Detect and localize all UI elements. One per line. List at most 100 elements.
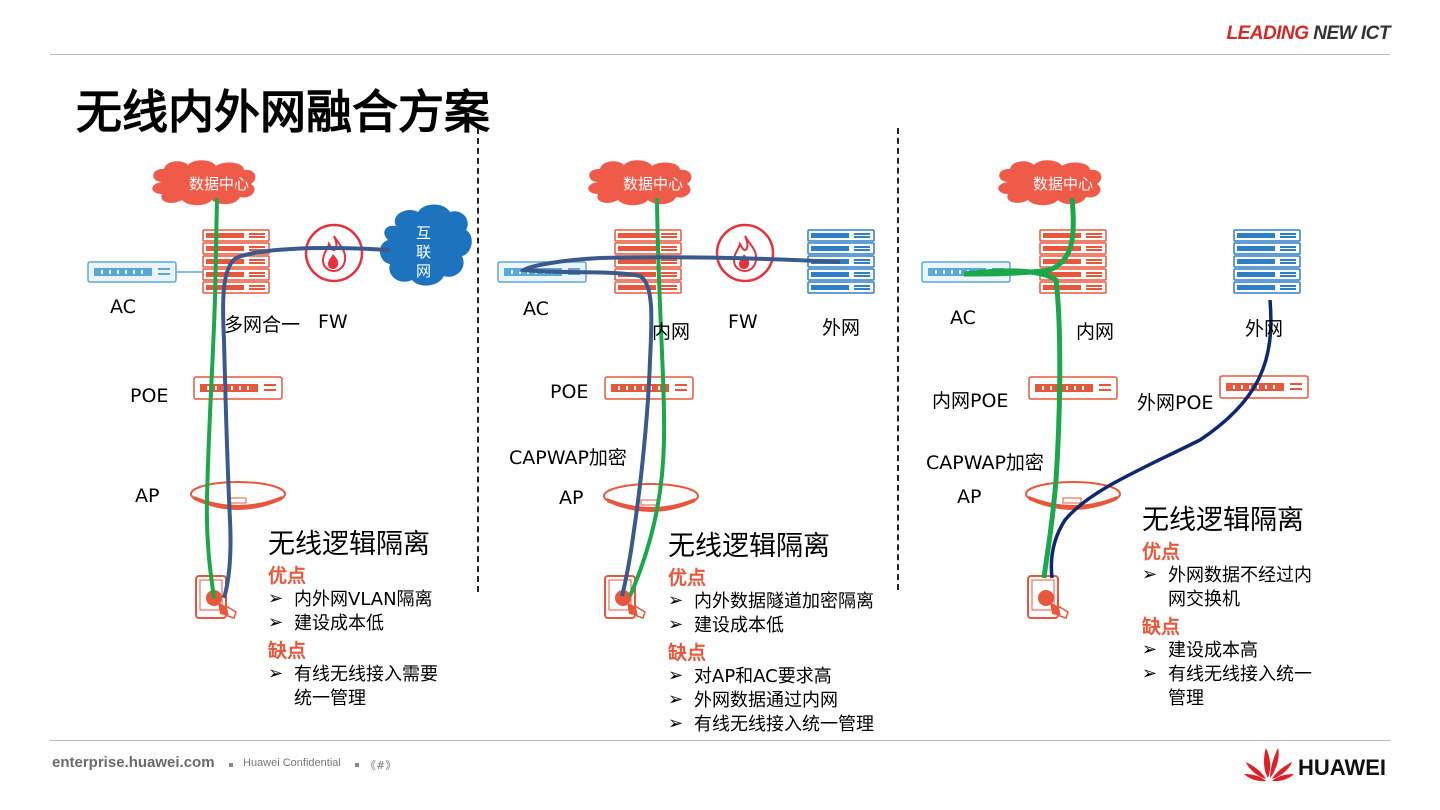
- fw-label-1: FW: [318, 311, 348, 333]
- pros-item: ➢ 建设成本低: [668, 614, 874, 638]
- ap-label-3: AP: [957, 486, 982, 508]
- ac-1: [87, 261, 177, 283]
- arrow-bullet-icon: ➢: [668, 665, 684, 686]
- pros-list-3: ➢外网数据不经过内 网交换机: [1142, 564, 1312, 612]
- dc-label-1: 数据中心: [189, 175, 250, 193]
- core-switch-1: [202, 229, 270, 294]
- pros-item-text: 内外数据隧道加密隔离: [694, 591, 874, 612]
- separator-2: [897, 128, 899, 590]
- footer-confidential: Huawei Confidential: [243, 757, 341, 769]
- arrow-bullet-icon: ➢: [1142, 639, 1158, 660]
- cons-item-text: 有线无线接入统一 管理: [1168, 664, 1312, 709]
- section-title-1: 无线逻辑隔离: [268, 529, 430, 560]
- ac-label-1: AC: [110, 296, 136, 318]
- ap-label-2: AP: [559, 487, 584, 509]
- ac-label-2: AC: [523, 298, 549, 320]
- capwap-label-2: CAPWAP加密: [509, 447, 627, 469]
- cons-item-text: 建设成本高: [1168, 640, 1258, 661]
- pros-item-text: 建设成本低: [694, 615, 784, 636]
- arrow-bullet-icon: ➢: [1142, 564, 1158, 585]
- section-3: 无线逻辑隔离 优点 ➢外网数据不经过内 网交换机 缺点 ➢建设成本高➢有线无线接…: [1142, 498, 1312, 711]
- cons-item: ➢ 建设成本高: [1142, 639, 1312, 663]
- footer-dot-2: [355, 763, 359, 767]
- arrow-bullet-icon: ➢: [268, 588, 284, 609]
- ap-label-1: AP: [135, 485, 160, 507]
- arrow-bullet-icon: ➢: [668, 590, 684, 611]
- section-1: 无线逻辑隔离 优点 ➢ 内外网VLAN隔离 ➢ 建设成本低 缺点 ➢ 有线无线接入需要 …: [268, 522, 438, 711]
- cons-item: ➢ 有线无线接入需要 统一管理: [268, 663, 438, 711]
- cons-item: ➢ 对AP和AC要求高: [668, 665, 874, 689]
- cons-item-text: 有线无线接入需要 统一管理: [294, 664, 438, 709]
- panel-1-graphics: [87, 160, 472, 619]
- poe-1: [193, 376, 283, 400]
- outer-label-2: 外网: [822, 317, 861, 339]
- pros-item: ➢ 内外数据隧道加密隔离: [668, 590, 874, 614]
- panel-2-graphics: [497, 160, 875, 619]
- inner-label-3: 内网: [1076, 321, 1115, 343]
- arrow-bullet-icon: ➢: [668, 713, 684, 734]
- tagline-leading: LEADING: [1226, 23, 1310, 44]
- dc-label-2: 数据中心: [623, 175, 684, 193]
- cons-item: ➢ 外网数据通过内网: [668, 689, 874, 713]
- pros-list-1: ➢ 内外网VLAN隔离 ➢ 建设成本低: [268, 588, 438, 636]
- huawei-logo-petals: [1244, 748, 1294, 782]
- section-2: 无线逻辑隔离 优点 ➢ 内外数据隧道加密隔离 ➢ 建设成本低 缺点 ➢ 对AP和AC要求…: [668, 524, 874, 737]
- fw-1: [304, 223, 364, 283]
- pros-item: ➢外网数据不经过内 网交换机: [1142, 564, 1312, 612]
- ap-2: [603, 483, 699, 513]
- cons-list-1: ➢ 有线无线接入需要 统一管理: [268, 663, 438, 711]
- tagline-newict: NEW ICT: [1313, 23, 1390, 44]
- arrow-bullet-icon: ➢: [268, 663, 284, 684]
- arrow-bullet-icon: ➢: [668, 614, 684, 635]
- switch-label-1: 多网合一: [224, 314, 301, 336]
- cons-list-2: ➢ 对AP和AC要求高 ➢ 外网数据通过内网 ➢ 有线无线接入统一管理: [668, 665, 874, 737]
- section-title-3: 无线逻辑隔离: [1142, 505, 1304, 536]
- pros-label-2: 优点: [668, 567, 707, 589]
- pros-item: ➢ 建设成本低: [268, 612, 438, 636]
- ac-label-3: AC: [950, 307, 976, 329]
- footer-page-number: 《#》: [365, 759, 397, 772]
- inner-label-2: 内网: [652, 321, 691, 343]
- footer-url[interactable]: enterprise.huawei.com: [52, 754, 215, 771]
- inner-poe-3: [1028, 376, 1118, 400]
- poe-label-2: POE: [550, 381, 589, 403]
- cons-label-1: 缺点: [268, 640, 307, 662]
- footer-dot-1: [229, 763, 233, 767]
- pros-item-text: 建设成本低: [294, 613, 384, 634]
- section-title-2: 无线逻辑隔离: [668, 531, 830, 562]
- outer-switch-3: [1233, 229, 1301, 294]
- arrow-bullet-icon: ➢: [668, 689, 684, 710]
- cons-item-text: 外网数据通过内网: [694, 690, 838, 711]
- capwap-label-3: CAPWAP加密: [926, 452, 1044, 474]
- internet-label: 互 联 网: [416, 224, 432, 280]
- outer-poe-3: [1219, 375, 1309, 399]
- separator-1: [477, 128, 479, 592]
- fw-2: [715, 223, 775, 283]
- cons-item-text: 对AP和AC要求高: [694, 666, 832, 687]
- panel-3-graphics: [921, 160, 1309, 619]
- fw-label-2: FW: [728, 311, 758, 333]
- brand-tagline: LEADING NEW ICT: [1227, 23, 1391, 45]
- page-title: 无线内外网融合方案: [76, 85, 490, 139]
- arrow-bullet-icon: ➢: [268, 612, 284, 633]
- cons-item: ➢有线无线接入统一 管理: [1142, 663, 1312, 711]
- outer-label-3: 外网: [1245, 318, 1284, 340]
- footer-rule: [50, 740, 1390, 741]
- pros-item: ➢ 内外网VLAN隔离: [268, 588, 438, 612]
- outer-poe-label-3: 外网POE: [1137, 392, 1214, 414]
- poe-label-1: POE: [130, 385, 169, 407]
- cons-label-3: 缺点: [1142, 616, 1181, 638]
- inner-poe-label-3: 内网POE: [932, 390, 1009, 412]
- pros-label-1: 优点: [268, 565, 307, 587]
- cons-item: ➢ 有线无线接入统一管理: [668, 713, 874, 737]
- cons-list-3: ➢ 建设成本高➢有线无线接入统一 管理: [1142, 639, 1312, 711]
- cons-item-text: 有线无线接入统一管理: [694, 714, 874, 735]
- huawei-logo-text: HUAWEI: [1298, 755, 1386, 780]
- pros-list-2: ➢ 内外数据隧道加密隔离 ➢ 建设成本低: [668, 590, 874, 638]
- terminal-1: [195, 575, 237, 619]
- pros-item-text: 内外网VLAN隔离: [294, 589, 433, 610]
- terminal-3: [1027, 575, 1069, 619]
- pros-label-3: 优点: [1142, 541, 1181, 563]
- cons-label-2: 缺点: [668, 642, 707, 664]
